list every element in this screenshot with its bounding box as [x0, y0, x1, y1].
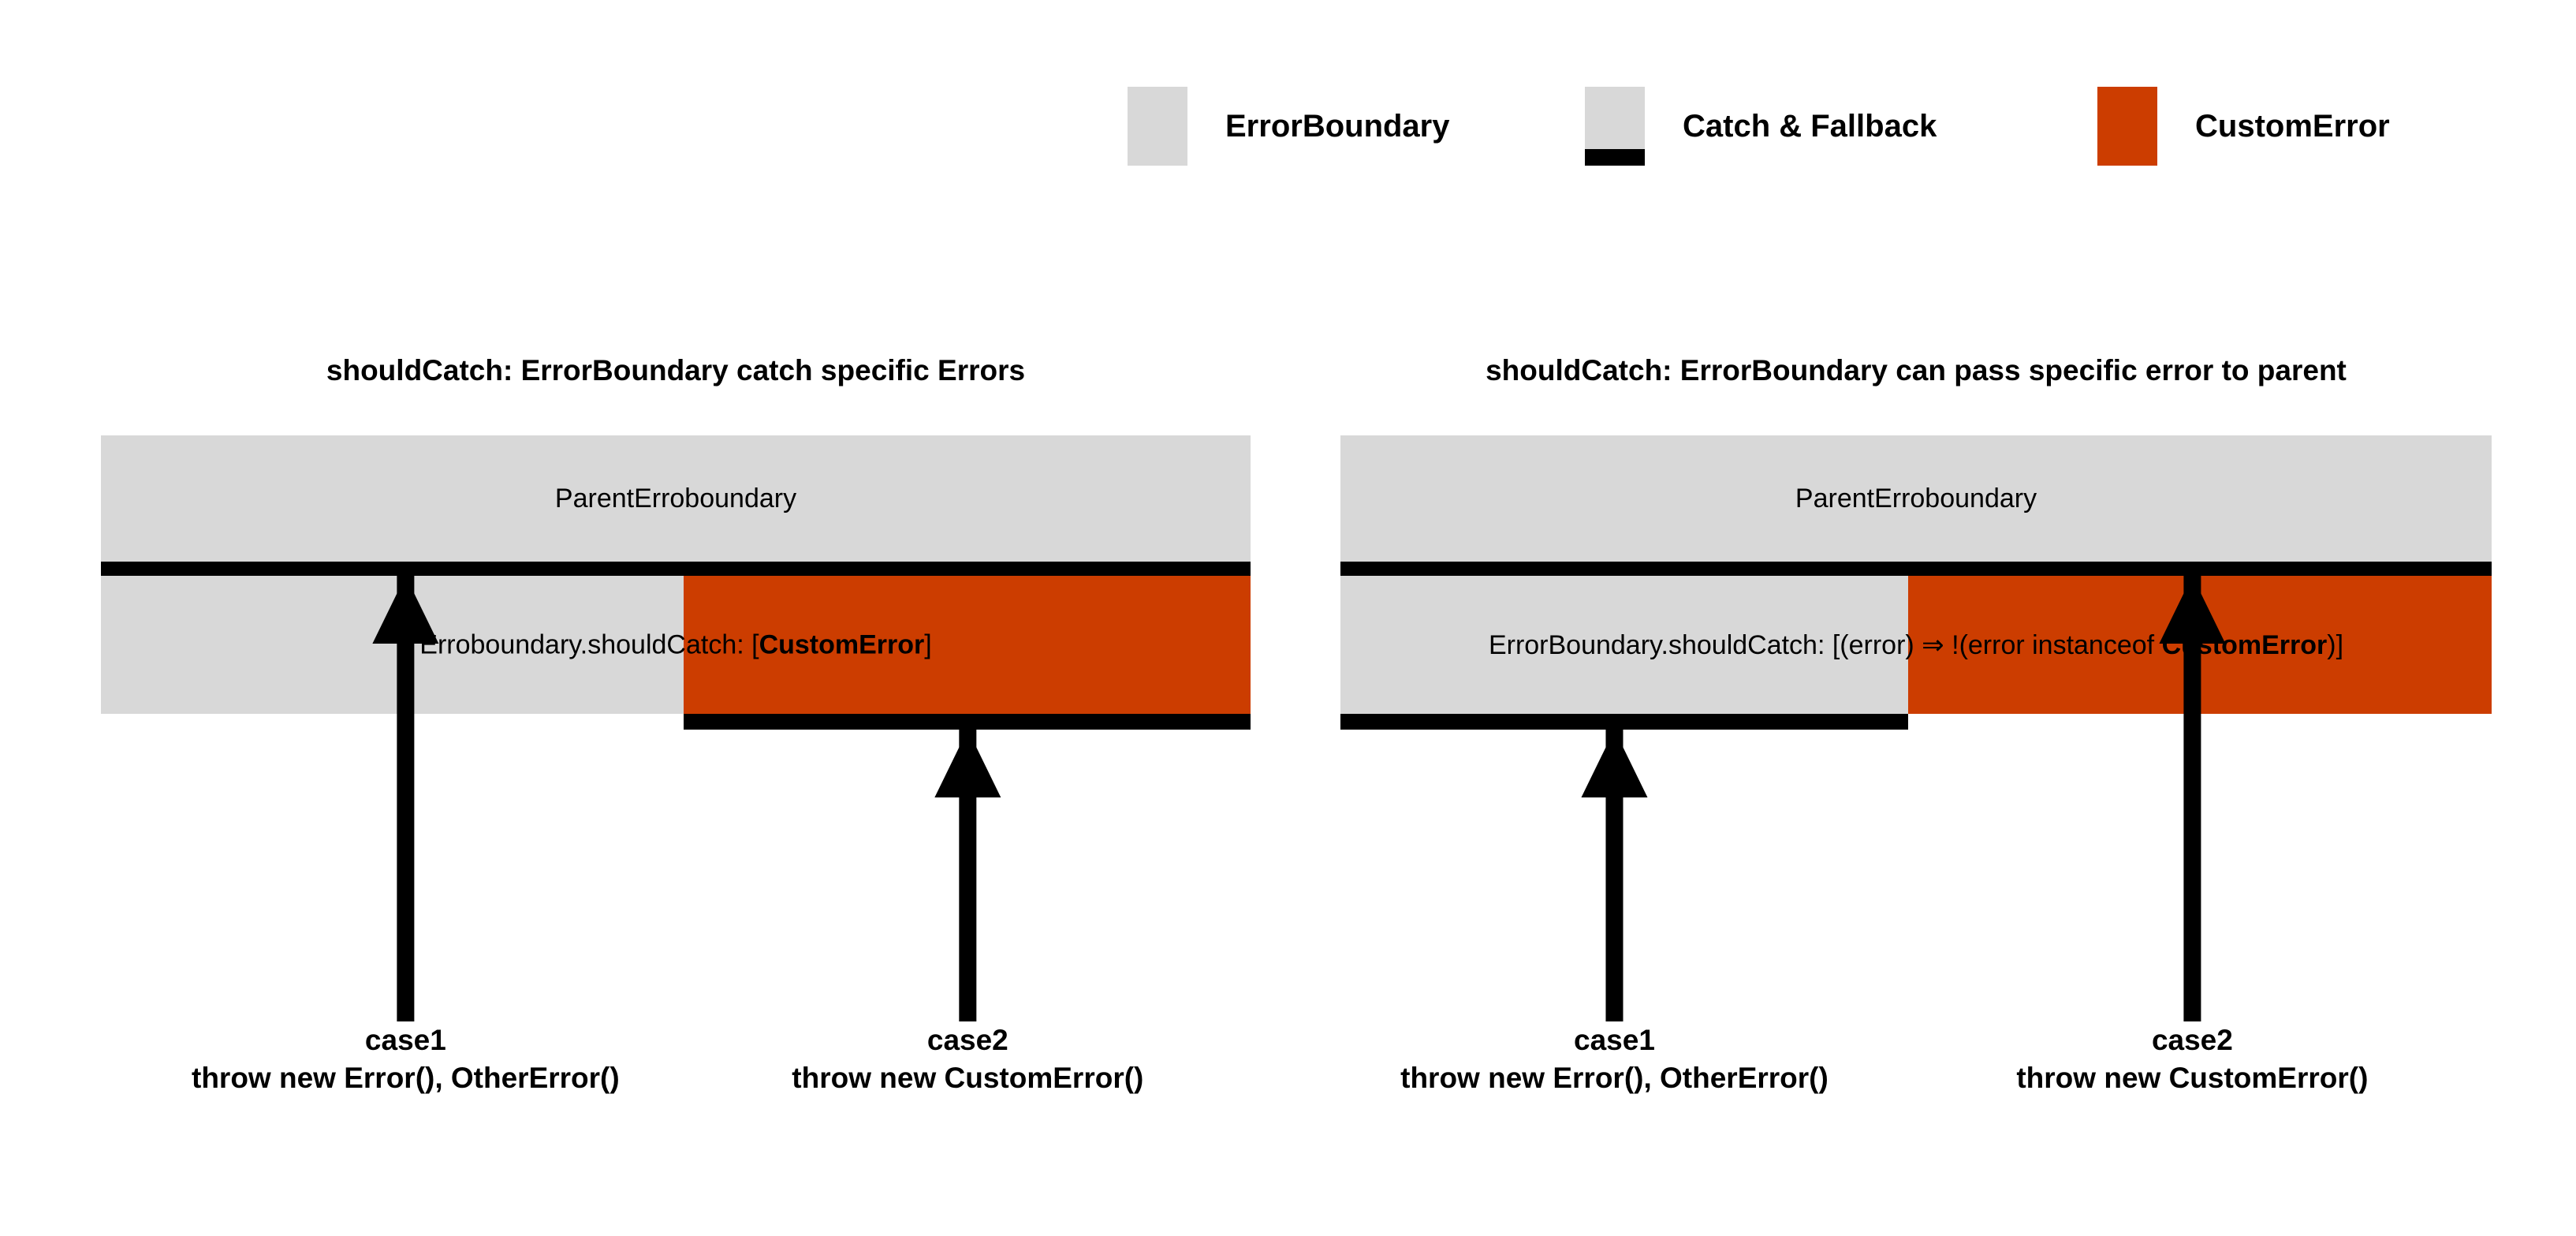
shouldcatch-bold-2: CustomError	[2161, 629, 2328, 660]
caption-case1-name-2: case1	[1574, 1024, 1655, 1056]
shouldcatch-expression-1: Erroboundary.shouldCatch: [CustomError]	[101, 629, 1251, 660]
caption-case1-diagram1: case1 throw new Error(), OtherError()	[192, 1021, 620, 1097]
arrow-head-icon	[1581, 730, 1648, 797]
parent-errorboundary-box-2: ParentErroboundary	[1340, 435, 2492, 562]
diagram-stack-2: ParentErroboundary ErrorBoundary.shouldC…	[1340, 435, 2492, 730]
caption-case2-detail-2: throw new CustomError()	[2016, 1062, 2369, 1094]
catch-fallback-divider-2	[1340, 562, 2492, 576]
arrow-case1-diagram2	[1581, 730, 1648, 1021]
child-errorboundary-row-2: ErrorBoundary.shouldCatch: [(error) ⇒ !(…	[1340, 576, 2492, 714]
legend-swatch-errorboundary-icon	[1128, 87, 1187, 166]
legend-item-catch-fallback: Catch & Fallback	[1585, 75, 2097, 177]
caption-case1-detail-2: throw new Error(), OtherError()	[1400, 1062, 1829, 1094]
bottom-bar-track-1	[101, 714, 1251, 730]
parent-errorboundary-label-1: ParentErroboundary	[554, 483, 797, 513]
diagram-title-1: shouldCatch: ErrorBoundary catch specifi…	[326, 354, 1026, 386]
legend-item-customerror: CustomError	[2097, 75, 2515, 177]
caption-case1-name-1: case1	[364, 1024, 446, 1056]
shouldcatch-suffix-2: )]	[2327, 629, 2344, 660]
shouldcatch-prefix-1: Erroboundary.shouldCatch: [	[419, 629, 759, 659]
child-errorboundary-row-1: Erroboundary.shouldCatch: [CustomError]	[101, 576, 1251, 714]
legend-label-catch-fallback: Catch & Fallback	[1683, 109, 1937, 144]
catch-fallback-bottom-bar-1	[684, 714, 1251, 730]
arrow-shaft	[1605, 730, 1624, 1021]
legend-label-customerror: CustomError	[2195, 109, 2390, 144]
shouldcatch-prefix-2: ErrorBoundary.shouldCatch: [(error) ⇒ !(…	[1488, 629, 2162, 660]
legend: ErrorBoundary Catch & Fallback CustomErr…	[1128, 75, 2515, 177]
bottom-bar-track-2	[1340, 714, 2492, 730]
caption-case2-name-1: case2	[926, 1024, 1008, 1056]
caption-case2-name-2: case2	[2151, 1024, 2233, 1056]
parent-errorboundary-label-2: ParentErroboundary	[1795, 483, 2037, 513]
legend-swatch-customerror-icon	[2097, 87, 2157, 166]
shouldcatch-bold-1: CustomError	[759, 629, 925, 659]
caption-case1-diagram2: case1 throw new Error(), OtherError()	[1400, 1021, 1829, 1097]
shouldcatch-suffix-1: ]	[924, 629, 932, 659]
diagram-title-2: shouldCatch: ErrorBoundary can pass spec…	[1486, 354, 2347, 386]
case-captions-2: case1 throw new Error(), OtherError() ca…	[1340, 1021, 2492, 1124]
diagram-panel-1: shouldCatch: ErrorBoundary catch specifi…	[101, 347, 1251, 730]
catch-fallback-bottom-bar-2	[1340, 714, 1908, 730]
catch-fallback-divider-1	[101, 562, 1251, 576]
shouldcatch-expression-2: ErrorBoundary.shouldCatch: [(error) ⇒ !(…	[1340, 629, 2492, 661]
diagram-stack-1: ParentErroboundary Erroboundary.shouldCa…	[101, 435, 1251, 730]
arrow-head-icon	[934, 730, 1001, 797]
parent-errorboundary-box-1: ParentErroboundary	[101, 435, 1251, 562]
customerror-region-1	[684, 576, 1251, 714]
arrow-case2-diagram1	[934, 730, 1001, 1021]
caption-case2-diagram1: case2 throw new CustomError()	[792, 1021, 1143, 1097]
legend-swatch-catch-fallback-icon	[1585, 87, 1645, 166]
arrow-shaft	[959, 730, 977, 1021]
legend-label-errorboundary: ErrorBoundary	[1225, 109, 1450, 144]
legend-item-errorboundary: ErrorBoundary	[1128, 75, 1585, 177]
caption-case2-diagram2: case2 throw new CustomError()	[2016, 1021, 2368, 1097]
diagram-panel-2: shouldCatch: ErrorBoundary can pass spec…	[1340, 347, 2492, 730]
caption-case1-detail-1: throw new Error(), OtherError()	[192, 1062, 620, 1094]
caption-case2-detail-1: throw new CustomError()	[792, 1062, 1144, 1094]
case-captions-1: case1 throw new Error(), OtherError() ca…	[101, 1021, 1251, 1124]
